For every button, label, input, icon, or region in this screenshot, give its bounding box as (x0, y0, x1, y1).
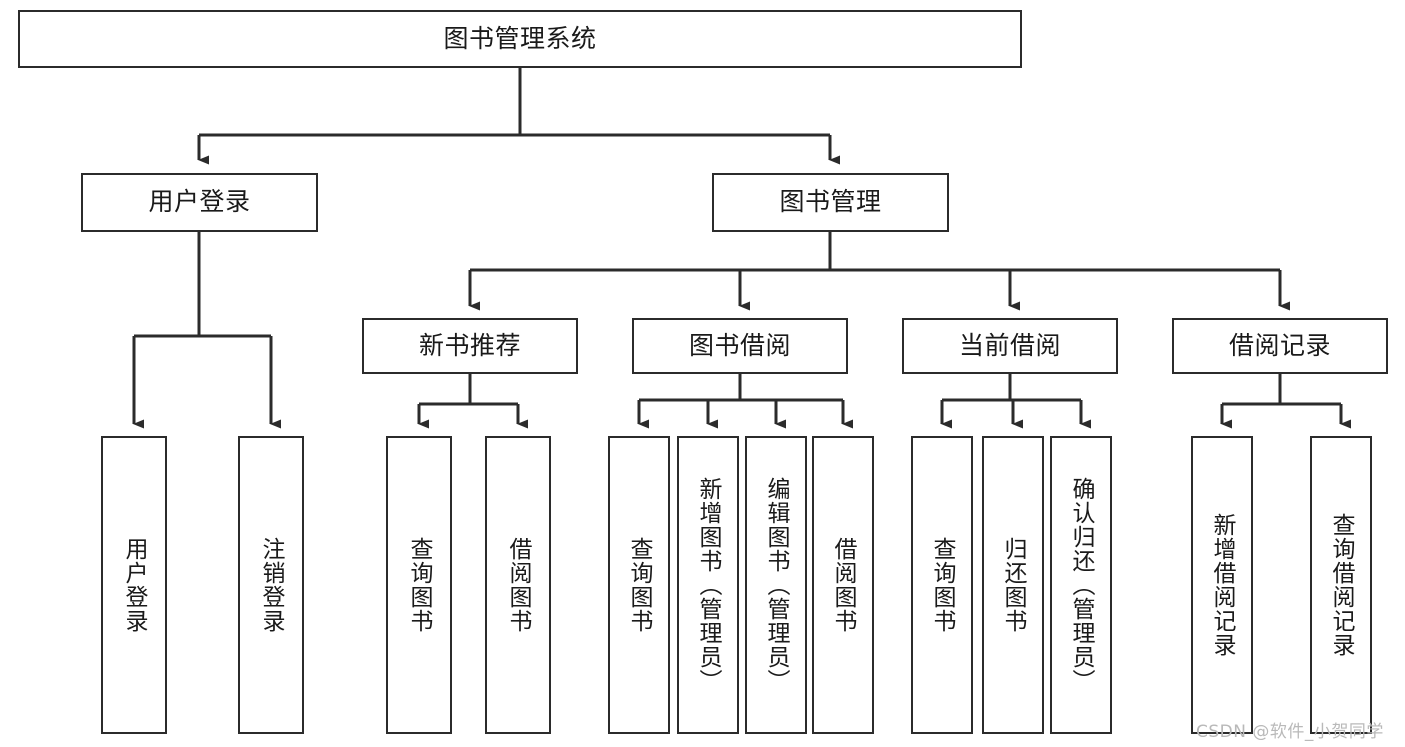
leaf-edit-book-admin[interactable]: 编辑图书（管理员） (745, 436, 807, 734)
node-new-book-recommend[interactable]: 新书推荐 (362, 318, 578, 374)
leaf-add-borrow-record[interactable]: 新增借阅记录 (1191, 436, 1253, 734)
node-book-management-label: 图书管理 (779, 187, 882, 217)
leaf-logout-label: 注销登录 (258, 537, 285, 633)
node-borrow-record-label: 借阅记录 (1228, 330, 1331, 360)
leaf-query-book-newbook[interactable]: 查询图书 (386, 436, 452, 734)
leaf-query-book-borrow-label: 查询图书 (626, 537, 653, 633)
leaf-return-book[interactable]: 归还图书 (982, 436, 1044, 734)
node-root-label: 图书管理系统 (443, 23, 597, 53)
leaf-borrow-book[interactable]: 借阅图书 (812, 436, 874, 734)
leaf-query-book-borrow[interactable]: 查询图书 (608, 436, 670, 734)
node-root[interactable]: 图书管理系统 (18, 10, 1022, 68)
leaf-confirm-return-admin[interactable]: 确认归还（管理员） (1050, 436, 1112, 734)
leaf-logout[interactable]: 注销登录 (238, 436, 304, 734)
node-new-book-recommend-label: 新书推荐 (418, 330, 521, 360)
leaf-query-book-newbook-label: 查询图书 (406, 537, 433, 633)
leaf-user-login[interactable]: 用户登录 (101, 436, 167, 734)
node-user-login[interactable]: 用户登录 (81, 173, 318, 232)
leaf-add-book-admin-label: 新增图书（管理员） (695, 477, 722, 693)
node-book-management[interactable]: 图书管理 (712, 173, 949, 232)
node-book-borrow-label: 图书借阅 (688, 330, 791, 360)
leaf-borrow-book-newbook-label: 借阅图书 (505, 537, 532, 633)
leaf-return-book-label: 归还图书 (1000, 537, 1027, 633)
node-current-borrow-label: 当前借阅 (958, 330, 1061, 360)
node-current-borrow[interactable]: 当前借阅 (902, 318, 1118, 374)
leaf-add-book-admin[interactable]: 新增图书（管理员） (677, 436, 739, 734)
leaf-edit-book-admin-label: 编辑图书（管理员） (763, 477, 790, 693)
node-book-borrow[interactable]: 图书借阅 (632, 318, 848, 374)
leaf-confirm-return-admin-label: 确认归还（管理员） (1068, 477, 1095, 693)
leaf-query-book-current[interactable]: 查询图书 (911, 436, 973, 734)
node-borrow-record[interactable]: 借阅记录 (1172, 318, 1388, 374)
leaf-user-login-label: 用户登录 (121, 537, 148, 633)
leaf-borrow-book-label: 借阅图书 (830, 537, 857, 633)
leaf-borrow-book-newbook[interactable]: 借阅图书 (485, 436, 551, 734)
leaf-query-borrow-record[interactable]: 查询借阅记录 (1310, 436, 1372, 734)
leaf-query-book-current-label: 查询图书 (929, 537, 956, 633)
leaf-add-borrow-record-label: 新增借阅记录 (1209, 513, 1236, 657)
node-user-login-label: 用户登录 (148, 187, 251, 217)
leaf-query-borrow-record-label: 查询借阅记录 (1328, 513, 1355, 657)
